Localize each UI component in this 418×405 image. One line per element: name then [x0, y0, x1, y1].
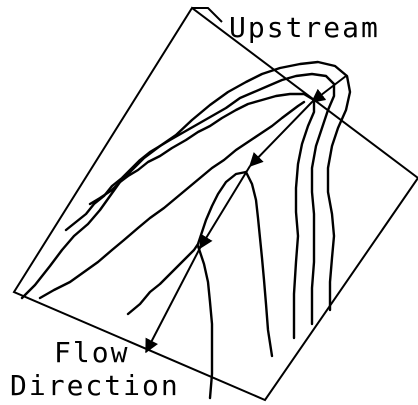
flow-arrow-4 [145, 247, 201, 354]
terrain-slab-outline [12, 6, 418, 402]
contour-line-4 [38, 100, 306, 300]
upstream-leader-line [192, 7, 223, 23]
flow-label-line1: Flow [54, 336, 129, 369]
contour-line-5 [126, 170, 248, 316]
contour-line-3 [88, 92, 316, 340]
flow-arrows [145, 75, 347, 354]
flow-label-line2: Direction [10, 369, 180, 402]
flow-arrow-3 [199, 165, 251, 250]
contour-lines [20, 60, 352, 400]
contour-line-outer [20, 60, 352, 312]
contour-line-6 [244, 170, 274, 358]
flow-arrow-2 [249, 101, 313, 168]
contour-line-2 [64, 72, 336, 326]
flow-arrow-1 [310, 75, 347, 103]
contour-line-7 [196, 244, 214, 400]
upstream-label: Upstream [229, 11, 380, 44]
